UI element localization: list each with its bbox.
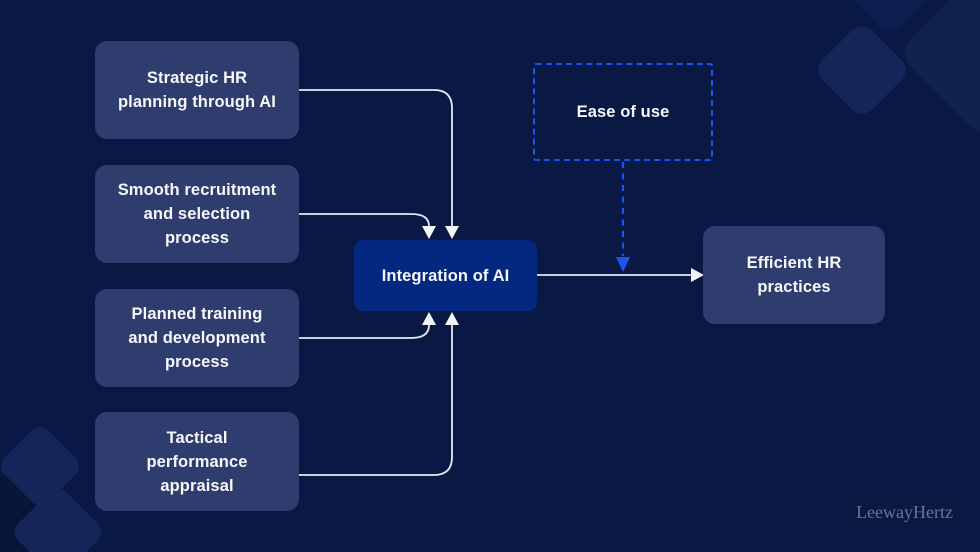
node-tactical-appraisal: Tactical performance appraisal [95, 412, 299, 511]
connector-recruitment-to-integration [299, 213, 430, 227]
node-integration-of-ai-label: Integration of AI [381, 266, 510, 285]
arrowhead-ease-of-use-icon [616, 257, 630, 272]
connector-appraisal-to-integration [299, 325, 453, 476]
connector-training-to-integration [299, 324, 430, 339]
decor-diamond-top-right-mid [812, 20, 912, 120]
node-smooth-recruitment-label: Smooth recruitment and selection process [117, 181, 277, 247]
arrowhead-recruitment-icon [422, 226, 436, 239]
arrowhead-strategic-icon [445, 226, 459, 239]
node-strategic-hr-planning-label: Strategic HR planning through AI [117, 69, 276, 111]
connector-strategic-to-integration [299, 89, 453, 226]
node-strategic-hr-planning: Strategic HR planning through AI [95, 41, 299, 139]
node-efficient-hr-practices-label: Efficient HR practices [746, 254, 842, 296]
node-tactical-appraisal-label: Tactical performance appraisal [146, 428, 248, 495]
leewayhertz-watermark: LeewayHertz [856, 502, 953, 522]
arrowhead-appraisal-icon [445, 312, 459, 325]
node-integration-of-ai: Integration of AI [354, 240, 537, 311]
node-ease-of-use-label: Ease of use [576, 103, 670, 121]
decor-diamond-top-right-large [897, 0, 980, 141]
node-ease-of-use: Ease of use [533, 63, 713, 161]
node-planned-training-label: Planned training and development process [128, 305, 266, 371]
arrowhead-training-icon [422, 312, 436, 325]
node-smooth-recruitment: Smooth recruitment and selection process [95, 165, 299, 263]
node-planned-training: Planned training and development process [95, 289, 299, 387]
node-efficient-hr-practices: Efficient HR practices [703, 226, 885, 324]
